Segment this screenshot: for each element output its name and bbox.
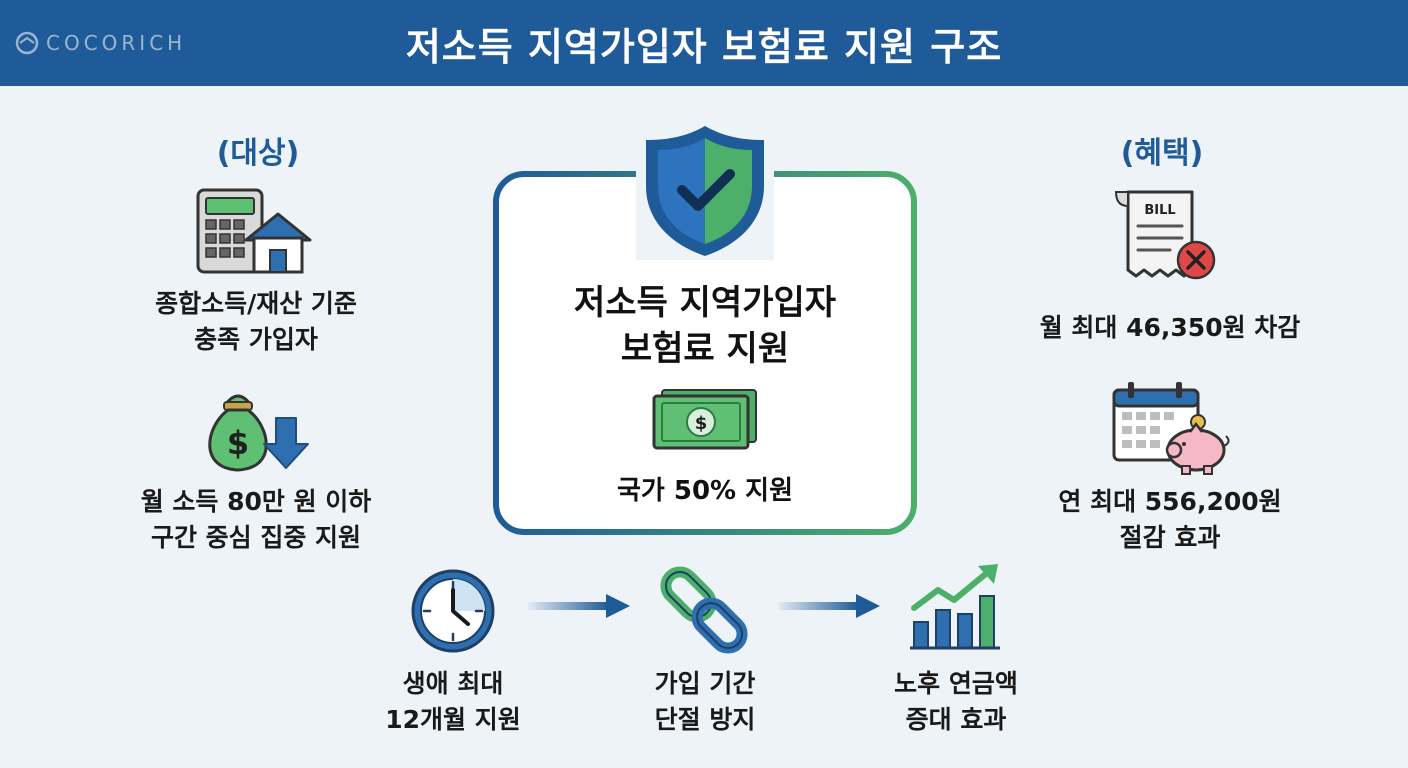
chain-link-icon [660,560,748,660]
logo-text: COCORICH [46,31,187,55]
growth-chart-icon [908,560,1002,652]
flow-arrow-1-icon [528,592,632,620]
logo: COCORICH [14,28,244,58]
target-caption-2-line2: 구간 중심 집중 지원 [150,523,362,552]
flow-step-2-line1: 가입 기간 [654,669,756,698]
money-bag-down-arrow-icon: $ [198,382,314,474]
clock-icon [408,566,498,656]
flow-arrow-2-icon [778,592,882,620]
flow-step-1-caption: 생애 최대 12개월 지원 [358,666,548,738]
calendar-piggy-bank-icon [1112,380,1232,476]
benefit-caption-2-line1: 연 최대 556,200원 [1058,487,1282,516]
logo-mark-icon [15,31,39,55]
calculator-house-icon [196,188,316,278]
bill-label: BILL [1144,203,1175,218]
benefit-caption-2: 연 최대 556,200원 절감 효과 [1034,484,1306,556]
target-caption-1-line1: 종합소득/재산 기준 [155,289,357,318]
benefit-caption-1-line1: 월 최대 46,350원 차감 [1039,313,1301,342]
center-title: 저소득 지역가입자 보험료 지원 [496,280,914,372]
center-subtitle: 국가 50% 지원 [616,476,794,506]
svg-text:$: $ [695,413,708,434]
target-caption-1-line2: 충족 가입자 [194,325,318,354]
flow-step-2-line2: 단절 방지 [654,705,756,734]
page-title: 저소득 지역가입자 보험료 지원 구조 [405,24,1003,69]
benefit-heading: (혜택) [1120,136,1204,171]
svg-text:$: $ [227,424,249,462]
flow-step-3-line2: 증대 효과 [905,705,1007,734]
bill-reduce-icon: BILL [1112,186,1218,282]
benefit-caption-2-line2: 절감 효과 [1119,523,1221,552]
flow-step-1-line1: 생애 최대 [402,669,504,698]
target-caption-2: 월 소득 80만 원 이하 구간 중심 집중 지원 [108,484,404,556]
flow-step-1-line2: 12개월 지원 [385,705,521,734]
center-title-line2: 보험료 지원 [620,329,790,369]
target-caption-1: 종합소득/재산 기준 충족 가입자 [118,286,394,358]
header-bar [0,0,1408,86]
shield-check-icon [636,120,774,260]
center-title-line1: 저소득 지역가입자 [573,283,837,323]
flow-step-3-caption: 노후 연금액 증대 효과 [858,666,1054,738]
target-heading: (대상) [216,136,300,171]
target-caption-2-line1: 월 소득 80만 원 이하 [140,487,372,516]
flow-step-2-caption: 가입 기간 단절 방지 [610,666,800,738]
banknote-icon: $ [652,388,758,450]
flow-step-3-line1: 노후 연금액 [894,669,1018,698]
benefit-caption-1: 월 최대 46,350원 차감 [1020,310,1320,346]
